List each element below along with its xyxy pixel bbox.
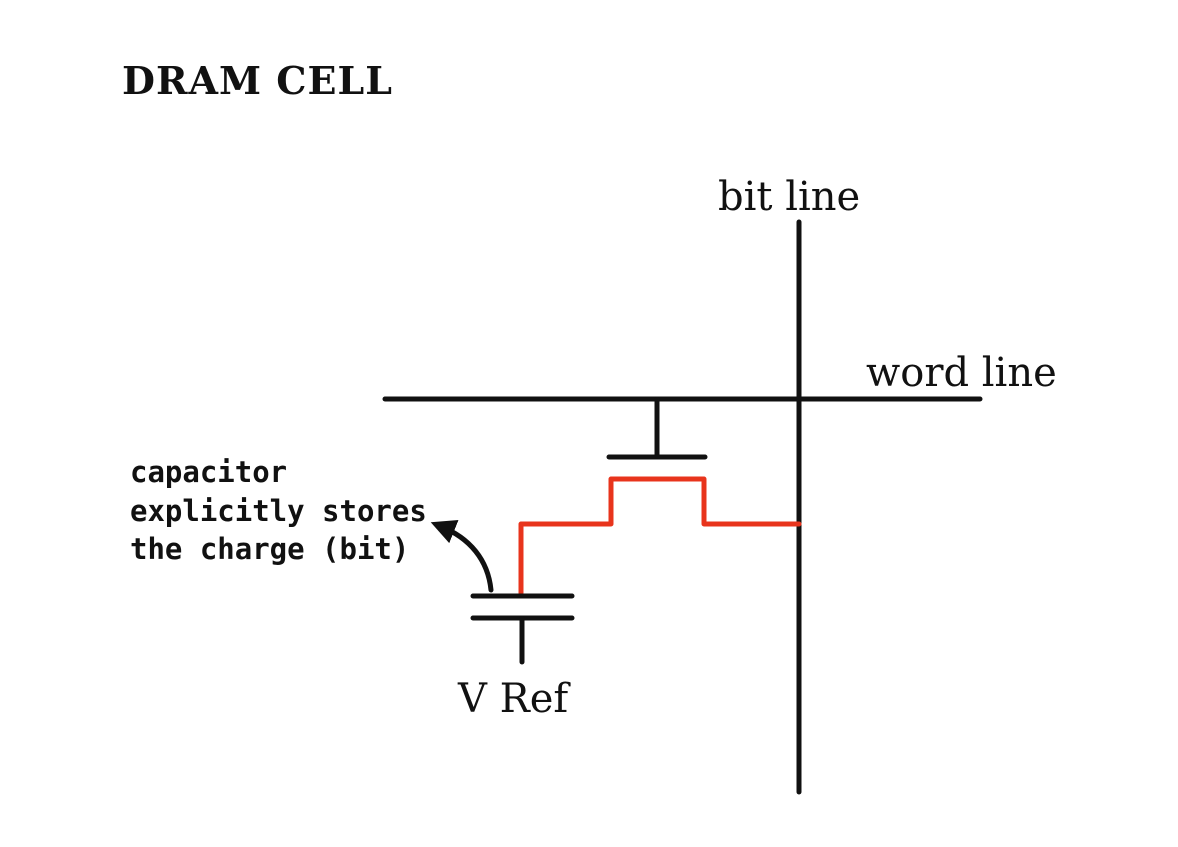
annotation-line-2: explicitly stores — [130, 494, 427, 528]
annotation-line-3: the charge (bit) — [130, 532, 409, 566]
annotation-arrow — [430, 519, 494, 593]
v-ref-label: V Ref — [457, 676, 571, 722]
bit-line-label: bit line — [718, 174, 860, 220]
storage-path-wire — [518, 476, 802, 596]
word-line-label: word line — [866, 350, 1057, 396]
annotation-line-1: capacitor — [130, 455, 287, 489]
diagram-title: DRAM CELL — [122, 58, 393, 103]
